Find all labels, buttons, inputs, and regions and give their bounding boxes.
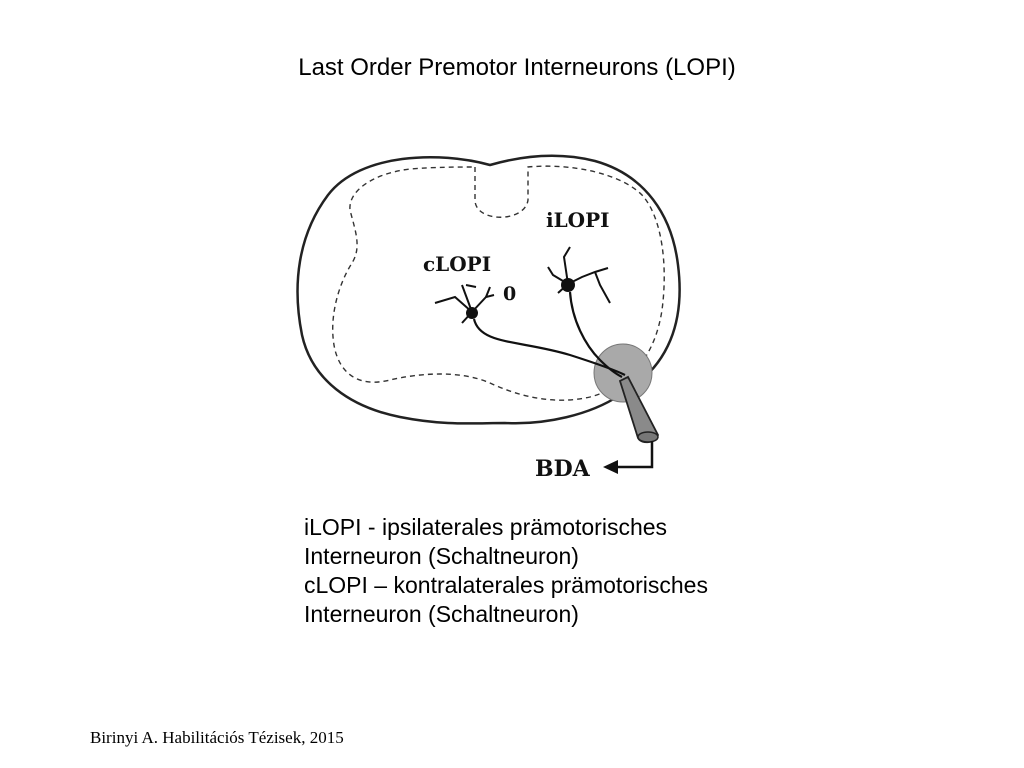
citation-footer: Birinyi A. Habilitációs Tézisek, 2015 bbox=[90, 728, 344, 747]
zero-marker: 0 bbox=[503, 283, 516, 305]
legend-line-clopi-desc: Interneuron (Schaltneuron) bbox=[304, 601, 579, 627]
spinal-cord-diagram: iLOPI cLOPI BDA 0 bbox=[290, 145, 700, 490]
legend: iLOPI - ipsilaterales prämotorisches Int… bbox=[304, 513, 708, 629]
slide-title: Last Order Premotor Interneurons (LOPI) bbox=[298, 54, 736, 81]
bda-arrowhead bbox=[603, 460, 618, 474]
bda-arrow-line bbox=[615, 441, 654, 469]
ilopi-soma bbox=[561, 278, 575, 292]
legend-line-clopi: cLOPI – kontralaterales prämotorisches bbox=[304, 572, 708, 598]
legend-line-ilopi-desc: Interneuron (Schaltneuron) bbox=[304, 543, 579, 569]
clopi-axon bbox=[472, 318, 626, 376]
bda-label: BDA bbox=[535, 456, 591, 482]
clopi-label: cLOPI bbox=[423, 252, 491, 276]
clopi-dendrites bbox=[434, 284, 495, 324]
spinal-cord-svg: iLOPI cLOPI BDA 0 bbox=[296, 154, 681, 482]
spinal-cord-outline bbox=[296, 154, 681, 425]
legend-line-ilopi: iLOPI - ipsilaterales prämotorisches bbox=[304, 514, 668, 540]
ilopi-label: iLOPI bbox=[546, 208, 609, 232]
ilopi-dendrites bbox=[547, 246, 611, 304]
gray-matter-outline bbox=[332, 165, 665, 401]
ilopi-axon bbox=[568, 291, 623, 378]
micropipette-tip bbox=[637, 431, 659, 443]
clopi-soma bbox=[466, 307, 478, 319]
